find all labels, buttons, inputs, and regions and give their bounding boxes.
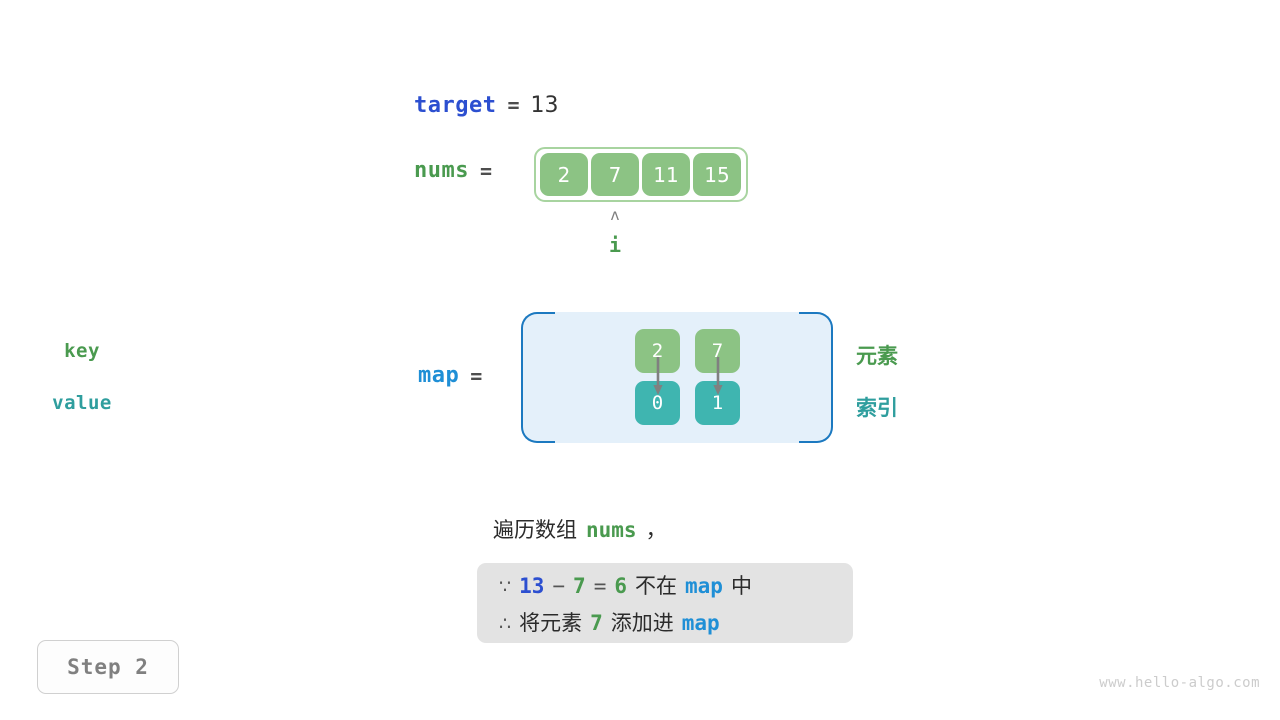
pointer-label-i: i bbox=[608, 233, 622, 257]
caption-intro-code: nums bbox=[586, 518, 637, 542]
array-cell: 7 bbox=[591, 153, 639, 196]
watermark: www.hello-algo.com bbox=[1099, 675, 1260, 691]
key-to-value-arrow-icon bbox=[713, 357, 723, 395]
nums-equals-sign: = bbox=[479, 158, 493, 183]
caption-current-value: 7 bbox=[573, 573, 586, 598]
map-value-row-label: value bbox=[52, 392, 112, 414]
array-cell: 11 bbox=[642, 153, 690, 196]
target-equals-sign: = bbox=[507, 93, 520, 117]
therefore-symbol-icon: ∴ bbox=[499, 612, 512, 635]
caption-element-value: 7 bbox=[590, 610, 603, 635]
caption-not-in-text: 不在 bbox=[635, 573, 678, 598]
map-equals-sign: = bbox=[470, 363, 483, 388]
nums-variable-name: nums bbox=[414, 158, 469, 183]
step-badge: Step 2 bbox=[37, 640, 179, 694]
caption-line-2: ∴ 将元素 7 添加进 map bbox=[499, 607, 831, 637]
caption-map-code: map bbox=[685, 573, 723, 598]
target-variable-name: target bbox=[414, 93, 497, 118]
nums-array-container: 2 7 11 15 bbox=[534, 147, 748, 202]
caption-map-code: map bbox=[681, 610, 720, 635]
caption-intro-line: 遍历数组 nums ， bbox=[493, 514, 667, 544]
caption-equals-sign: = bbox=[593, 573, 607, 598]
caption-box: ∵ 13 − 7 = 6 不在 map 中 ∴ 将元素 7 添加进 map bbox=[477, 563, 853, 643]
caption-action-text: 将元素 bbox=[519, 610, 583, 635]
because-symbol-icon: ∵ bbox=[499, 575, 512, 598]
caption-target-value: 13 bbox=[519, 573, 545, 598]
target-assignment-row: target = 13 bbox=[414, 93, 559, 118]
array-cell: 2 bbox=[540, 153, 588, 196]
caption-intro-comma: ， bbox=[645, 518, 667, 542]
map-side-label-index: 索引 bbox=[856, 396, 898, 420]
array-cell: 15 bbox=[693, 153, 741, 196]
caret-up-icon: ʌ bbox=[610, 206, 620, 224]
caption-in-text: 中 bbox=[730, 573, 752, 598]
map-key-row-label: key bbox=[64, 340, 100, 362]
map-left-bracket-icon bbox=[521, 312, 555, 443]
target-value: 13 bbox=[530, 93, 559, 118]
map-assignment-row: map = bbox=[418, 363, 482, 388]
caption-intro-text: 遍历数组 bbox=[493, 518, 577, 542]
caption-result-value: 6 bbox=[614, 573, 628, 598]
map-right-bracket-icon bbox=[799, 312, 833, 443]
key-to-value-arrow-icon bbox=[653, 357, 663, 395]
map-variable-name: map bbox=[418, 363, 460, 388]
nums-assignment-row: nums = bbox=[414, 158, 492, 183]
index-pointer-group: ʌ i bbox=[594, 206, 636, 257]
caption-minus-sign: − bbox=[552, 573, 566, 598]
caption-line-1: ∵ 13 − 7 = 6 不在 map 中 bbox=[499, 570, 831, 600]
map-side-label-element: 元素 bbox=[856, 344, 898, 368]
caption-add-text: 添加进 bbox=[610, 610, 674, 635]
